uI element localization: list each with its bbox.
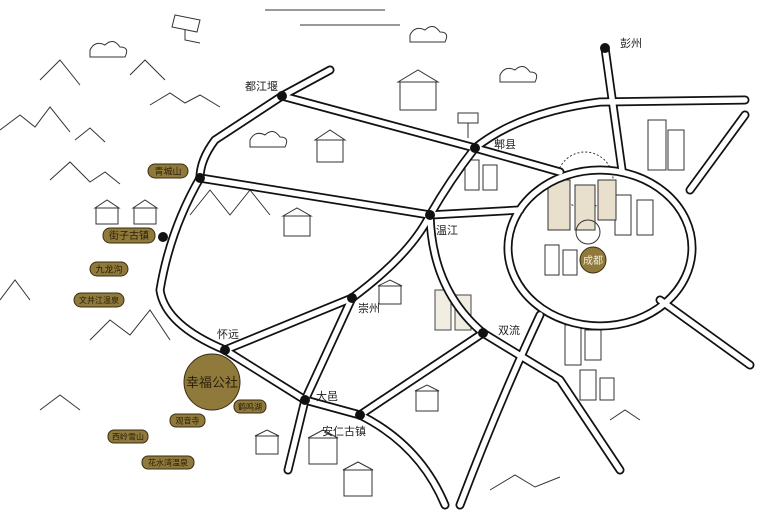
label-anren: 安仁古镇 [322,424,366,438]
dujiangyan-dot[interactable] [277,91,287,101]
label-dayi: 大邑 [316,389,338,403]
clouds-decoration [89,9,538,148]
qingchengshan-dot[interactable] [195,173,205,183]
roads [155,43,755,510]
signpost-icon [171,14,479,138]
svg-text:青城山: 青城山 [154,166,181,178]
pill-xilingxueshan[interactable]: 西岭雪山 [107,429,149,444]
attraction-labels: 青城山 街子古镇 九龙沟 文井江温泉 鹤鸣湖 观音寺 西岭雪山 花水湾温泉 [73,163,267,470]
mountains-decoration [0,59,641,491]
svg-text:街子古镇: 街子古镇 [109,229,149,242]
pengzhou-dot[interactable] [600,43,610,53]
dayi-dot[interactable] [300,395,310,405]
wenjiang-dot[interactable] [425,210,435,220]
svg-text:九龙沟: 九龙沟 [95,264,122,276]
label-pengzhou: 彭州 [620,36,642,50]
label-xingfu-gongshe: 幸福公社 [186,375,238,391]
pixian-dot[interactable] [470,143,480,153]
jiezi-dot[interactable] [158,232,168,242]
label-chongzhou: 崇州 [358,302,380,315]
chengdu-skyline-decoration [547,151,617,245]
shuangliu-dot[interactable] [478,328,488,338]
label-dujiangyan: 都江堰 [245,80,278,93]
anren-dot[interactable] [355,410,365,420]
pill-jiezi[interactable]: 街子古镇 [102,227,156,244]
chongzhou-dot[interactable] [347,293,357,303]
pill-wenjingjiang[interactable]: 文井江温泉 [73,292,125,308]
huaiyuan-dot[interactable] [220,345,230,355]
svg-text:观音寺: 观音寺 [176,416,200,426]
pill-huashuiwan[interactable]: 花水湾温泉 [141,455,195,470]
label-huaiyuan: 怀远 [217,328,239,341]
pill-lake[interactable]: 鹤鸣湖 [233,399,267,414]
houses-decoration [93,69,685,497]
pill-jiulonggou[interactable]: 九龙沟 [89,261,129,277]
city-dots [158,43,610,420]
label-pixian: 郫县 [494,137,516,151]
pill-guanyinsi[interactable]: 观音寺 [169,413,206,428]
svg-text:花水湾温泉: 花水湾温泉 [148,458,188,468]
svg-text:鹤鸣湖: 鹤鸣湖 [238,402,262,412]
svg-text:文井江温泉: 文井江温泉 [79,295,119,305]
xingfu-gongshe-marker[interactable]: 幸福公社 [183,353,241,411]
label-shuangliu: 双流 [498,323,520,337]
city-labels: 彭州 都江堰 郫县 温江 崇州 双流 怀远 大邑 安仁古镇 [217,36,642,438]
svg-text:西岭雪山: 西岭雪山 [112,432,144,442]
label-wenjiang: 温江 [436,224,458,237]
chengdu-marker[interactable]: 成都 [579,246,607,274]
label-chengdu: 成都 [583,255,603,267]
pill-qingchengshan[interactable]: 青城山 [147,163,189,179]
